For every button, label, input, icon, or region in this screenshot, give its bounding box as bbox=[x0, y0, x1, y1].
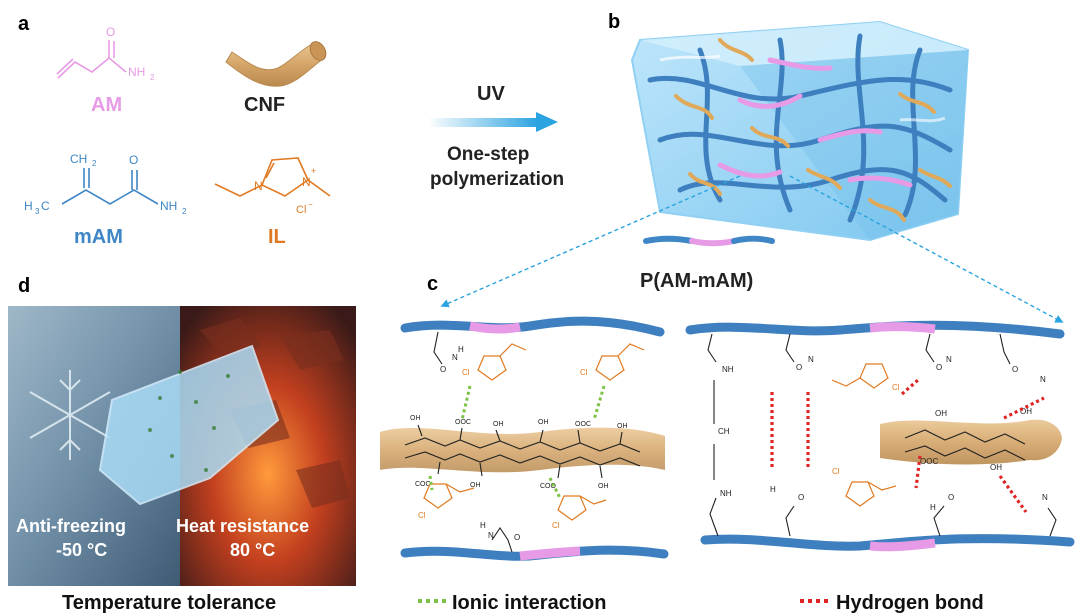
svg-text:Cl: Cl bbox=[832, 467, 840, 476]
svg-text:O: O bbox=[1012, 365, 1018, 374]
hydrogel-network-illustration bbox=[630, 20, 970, 242]
heat-resistance-label: Heat resistance bbox=[176, 516, 309, 536]
svg-text:OH: OH bbox=[493, 421, 504, 428]
panel-a-label: a bbox=[18, 13, 30, 35]
temperature-caption: Temperature tolerance bbox=[62, 592, 276, 614]
mam-label: mAM bbox=[74, 226, 123, 248]
panel-b-label: b bbox=[608, 11, 620, 33]
mam-ch2: CH bbox=[70, 152, 87, 166]
svg-text:Cl: Cl bbox=[462, 368, 470, 377]
svg-text:N: N bbox=[1040, 375, 1046, 384]
svg-text:O: O bbox=[936, 363, 942, 372]
svg-text:2: 2 bbox=[182, 207, 187, 216]
svg-text:H: H bbox=[458, 345, 464, 354]
svg-text:NH: NH bbox=[722, 365, 734, 374]
svg-text:2: 2 bbox=[150, 73, 155, 82]
svg-text:Cl: Cl bbox=[892, 383, 900, 392]
reaction-step-line2: polymerization bbox=[430, 169, 564, 190]
temperature-photo: Anti-freezing -50 °C Heat resistance 80 … bbox=[8, 306, 356, 586]
uv-label: UV bbox=[477, 83, 505, 105]
svg-text:NH: NH bbox=[720, 489, 732, 498]
il-label: IL bbox=[268, 226, 286, 248]
svg-text:−: − bbox=[308, 200, 313, 209]
svg-text:H: H bbox=[770, 485, 776, 494]
reaction-step-line1: One-step bbox=[447, 144, 529, 165]
anti-freezing-temp: -50 °C bbox=[56, 540, 107, 560]
snowflake-icon bbox=[29, 370, 111, 460]
am-oxygen: O bbox=[106, 25, 115, 39]
mam-structure bbox=[61, 168, 159, 205]
cnf-fiber-icon bbox=[225, 41, 327, 87]
svg-text:OH: OH bbox=[990, 463, 1002, 472]
svg-text:OOC: OOC bbox=[920, 457, 938, 466]
svg-text:N: N bbox=[946, 355, 952, 364]
svg-text:+: + bbox=[311, 166, 316, 176]
svg-text:N: N bbox=[488, 531, 494, 540]
hbond-legend-label: Hydrogen bond bbox=[836, 592, 984, 614]
anti-freezing-label: Anti-freezing bbox=[16, 516, 126, 536]
il-nitrogen-2: N bbox=[302, 175, 311, 189]
svg-text:OH: OH bbox=[617, 423, 628, 430]
svg-text:OH: OH bbox=[538, 419, 549, 426]
mam-h3c: H bbox=[24, 199, 33, 213]
il-structure bbox=[214, 157, 331, 197]
cnf-label: CNF bbox=[244, 94, 285, 116]
svg-text:3: 3 bbox=[35, 207, 40, 216]
svg-text:O: O bbox=[948, 493, 954, 502]
svg-text:OOC: OOC bbox=[575, 421, 591, 428]
svg-text:OH: OH bbox=[470, 482, 481, 489]
svg-text:O: O bbox=[796, 363, 802, 372]
mam-nh2: NH bbox=[160, 199, 177, 213]
svg-text:Cl: Cl bbox=[552, 521, 560, 530]
svg-text:OH: OH bbox=[1020, 407, 1032, 416]
svg-text:OH: OH bbox=[598, 483, 609, 490]
zoom-arrow-right bbox=[789, 175, 1064, 323]
polymer-label: P(AM-mAM) bbox=[640, 270, 753, 292]
am-nh2: NH bbox=[128, 65, 145, 79]
ionic-legend-label: Ionic interaction bbox=[452, 592, 606, 614]
il-nitrogen-1: N bbox=[254, 179, 263, 193]
svg-text:COO: COO bbox=[415, 481, 432, 488]
svg-text:OH: OH bbox=[935, 409, 947, 418]
zoom-arrow-left bbox=[440, 175, 741, 308]
svg-text:OH: OH bbox=[410, 415, 421, 422]
copolymer-segment-icon bbox=[643, 235, 775, 247]
ionic-mechanism-scheme: OH OOC OH OH OOC OH COO OH COO OH O N H … bbox=[380, 316, 669, 561]
svg-text:O: O bbox=[440, 365, 446, 374]
hydrogen-bond-mechanism-scheme: NH CH NH O N O H O N O N O H N OOC OH OH… bbox=[685, 320, 1075, 552]
svg-text:CH: CH bbox=[718, 427, 730, 436]
svg-text:O: O bbox=[798, 493, 804, 502]
svg-text:O: O bbox=[514, 533, 520, 542]
svg-text:N: N bbox=[808, 355, 814, 364]
am-label: AM bbox=[91, 94, 122, 116]
svg-text:C: C bbox=[41, 199, 50, 213]
svg-text:H: H bbox=[480, 521, 486, 530]
heat-resistance-temp: 80 °C bbox=[230, 540, 275, 560]
am-structure bbox=[56, 40, 127, 79]
panel-d-label: d bbox=[18, 275, 30, 297]
il-chloride: Cl bbox=[296, 204, 306, 216]
mam-oxygen: O bbox=[129, 153, 138, 167]
reaction-arrow bbox=[428, 112, 558, 132]
svg-text:COO: COO bbox=[540, 483, 557, 490]
svg-text:Cl: Cl bbox=[418, 511, 426, 520]
svg-text:N: N bbox=[1042, 493, 1048, 502]
svg-text:N: N bbox=[452, 353, 458, 362]
svg-text:Cl: Cl bbox=[580, 368, 588, 377]
svg-text:OOC: OOC bbox=[455, 419, 471, 426]
panel-c-label: c bbox=[427, 273, 438, 295]
svg-text:H: H bbox=[930, 503, 936, 512]
svg-text:2: 2 bbox=[92, 159, 97, 168]
